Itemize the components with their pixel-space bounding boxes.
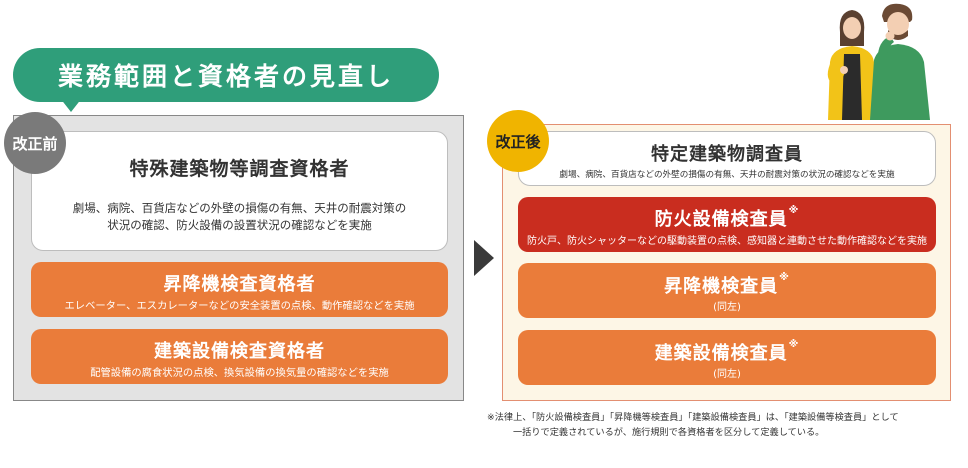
before-badge-label: 改正前: [12, 134, 58, 153]
after-fire-note-mark: ※: [788, 205, 800, 216]
title-bubble: 業務範囲と資格者の見直し: [13, 48, 439, 102]
after-building-description: (同左): [713, 369, 741, 380]
after-building-title-text: 建築設備検査員: [654, 343, 788, 364]
people-illustration: [827, 3, 930, 120]
footnote-line1: ※法律上、「防火設備検査員」「昇降機等検査員」「建築設備検査員」は、「建築設備等…: [487, 412, 899, 423]
after-building-note-mark: ※: [788, 339, 800, 350]
page-title: 業務範囲と資格者の見直し: [57, 62, 394, 91]
before-badge: 改正前: [4, 112, 66, 174]
before-main-title: 特殊建築物等調査資格者: [129, 158, 350, 180]
after-fire-equipment-box: 防火設備検査員※ 防火戸、防火シャッターなどの駆動装置の点検、感知器と連動させた…: [518, 197, 936, 252]
after-main-description: 劇場、病院、百貨店などの外壁の損傷の有無、天井の耐震対策の状況の確認などを実施: [559, 170, 895, 180]
before-main-qualification-box: 特殊建築物等調査資格者 劇場、病院、百貨店などの外壁の損傷の有無、天井の耐震対策…: [31, 131, 448, 251]
after-main-title: 特定建築物調査員: [651, 144, 803, 165]
before-building-equipment-box: 建築設備検査資格者 配管設備の腐食状況の点検、換気設備の換気量の確認などを実施: [31, 329, 448, 384]
title-bubble-tail: [60, 98, 82, 112]
woman-figure: [827, 10, 876, 120]
after-elevator-title-text: 昇降機検査員: [664, 276, 779, 297]
footnote: ※法律上、「防火設備検査員」「昇降機等検査員」「建築設備検査員」は、「建築設備等…: [487, 410, 965, 440]
after-badge: 改正後: [487, 110, 549, 172]
after-fire-description: 防火戸、防火シャッターなどの駆動装置の点検、感知器と連動させた動作確認などを実施: [527, 236, 927, 247]
after-badge-label: 改正後: [495, 132, 541, 151]
footnote-line2: 一括りで定義されているが、施行規則で各資格者を区分して定義している。: [513, 427, 825, 438]
before-elevator-title: 昇降機検査資格者: [163, 274, 316, 295]
after-main-qualification-box: 特定建築物調査員 劇場、病院、百貨店などの外壁の損傷の有無、天井の耐震対策の状況…: [518, 131, 936, 186]
after-elevator-description: (同左): [713, 302, 741, 313]
arrow-right-icon: [474, 240, 494, 276]
before-main-desc-line2: 状況の確認、防火設備の設置状況の確認などを実施: [107, 218, 372, 232]
before-main-desc-line1: 劇場、病院、百貨店などの外壁の損傷の有無、天井の耐震対策の: [72, 201, 407, 215]
after-building-title: 建築設備検査員※: [518, 339, 936, 365]
after-elevator-box: 昇降機検査員※ (同左): [518, 263, 936, 318]
before-elevator-box: 昇降機検査資格者 エレベーター、エスカレーターなどの安全装置の点検、動作確認など…: [31, 262, 448, 317]
after-elevator-note-mark: ※: [779, 272, 790, 283]
after-fire-title: 防火設備検査員※: [518, 205, 936, 231]
before-main-description: 劇場、病院、百貨店などの外壁の損傷の有無、天井の耐震対策の 状況の確認、防火設備…: [52, 200, 427, 234]
after-elevator-title: 昇降機検査員※: [518, 272, 936, 298]
before-building-description: 配管設備の腐食状況の点検、換気設備の換気量の確認などを実施: [90, 367, 389, 379]
after-building-equipment-box: 建築設備検査員※ (同左): [518, 330, 936, 385]
man-figure: [870, 3, 930, 120]
before-building-title: 建築設備検査資格者: [154, 341, 325, 362]
before-elevator-description: エレベーター、エスカレーターなどの安全装置の点検、動作確認などを実施: [64, 300, 415, 312]
after-fire-title-text: 防火設備検査員: [654, 209, 788, 230]
